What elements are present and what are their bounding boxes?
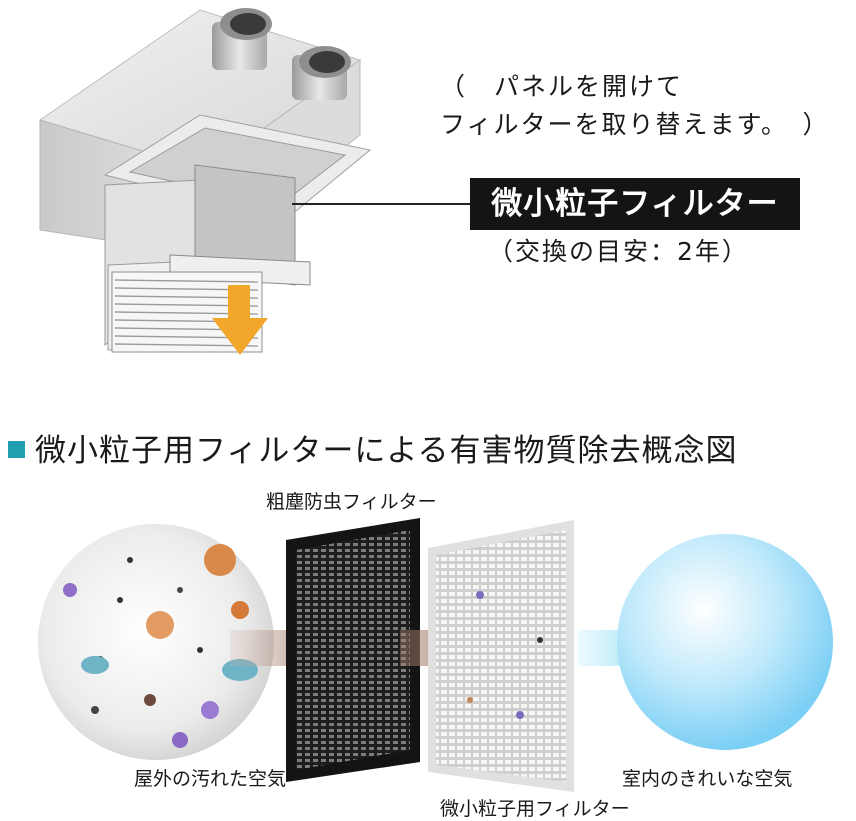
- dirty-air-circle: [38, 524, 274, 760]
- down-arrow-icon: [212, 285, 268, 355]
- duct-outlet-left-icon: [212, 8, 272, 70]
- coarse-filter-panel: [286, 518, 420, 782]
- section-heading: 微小粒子用フィルターによる有害物質除去概念図: [8, 425, 737, 470]
- concept-diagram: [38, 518, 833, 792]
- filter-label: 微小粒子フィルター: [470, 178, 800, 230]
- caption-clean-air: 室内のきれいな空気: [622, 768, 793, 790]
- clean-air-circle: [617, 534, 833, 750]
- instruction-note-line1: （ パネルを開けて: [440, 72, 684, 101]
- duct-outlet-right-icon: [292, 46, 351, 100]
- instruction-note: （ パネルを開けて フィルターを取り替えます。 ）: [440, 68, 850, 144]
- section-heading-text: 微小粒子用フィルターによる有害物質除去概念図: [35, 433, 738, 469]
- leader-line: [292, 203, 472, 205]
- caption-fine-filter: 微小粒子用フィルター: [440, 798, 630, 820]
- heading-square-icon: [8, 441, 25, 458]
- filter-interval: （交換の目安：2年）: [488, 237, 749, 266]
- caption-coarse-filter: 粗塵防虫フィルター: [266, 491, 437, 513]
- fine-filter-panel: [428, 520, 574, 792]
- instruction-note-line2: フィルターを取り替えます。 ）: [440, 110, 830, 139]
- ventilation-unit-illustration: [38, 8, 372, 355]
- caption-dirty-air: 屋外の汚れた空気: [134, 768, 287, 790]
